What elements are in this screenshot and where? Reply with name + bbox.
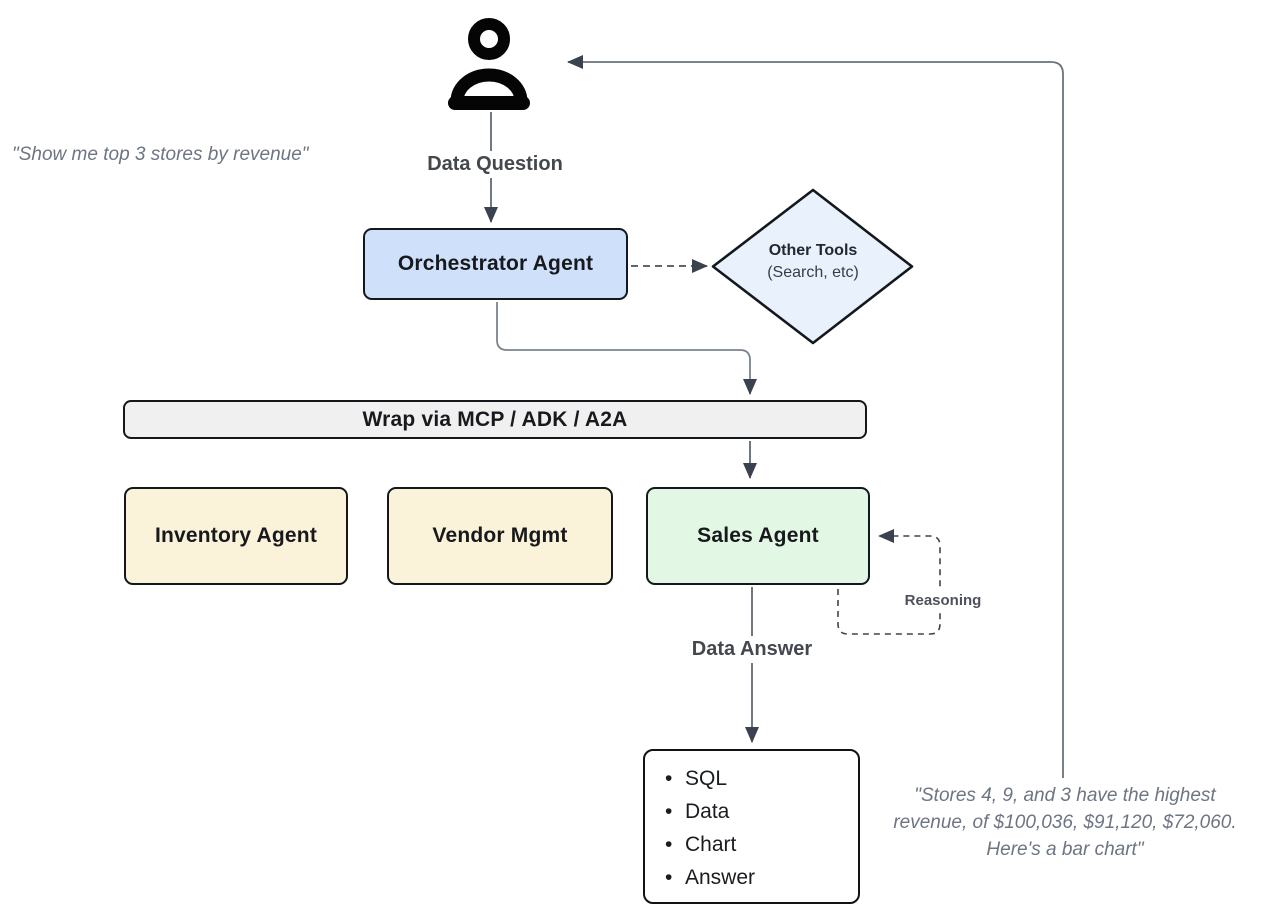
- output-item: Chart: [665, 828, 858, 861]
- orchestrator-agent-node: Orchestrator Agent: [363, 228, 628, 300]
- wrap-mcp-adk-a2a-bar: Wrap via MCP / ADK / A2A: [123, 400, 867, 439]
- person-icon: [448, 18, 530, 110]
- vendor-mgmt-node: Vendor Mgmt: [387, 487, 613, 585]
- other-tools-title: Other Tools: [768, 242, 858, 259]
- other-tools-subtitle: (Search, etc): [767, 264, 859, 281]
- output-item: SQL: [665, 762, 858, 795]
- inventory-agent-node: Inventory Agent: [124, 487, 348, 585]
- reasoning-label: Reasoning: [891, 591, 995, 610]
- output-item-list: SQL Data Chart Answer: [645, 762, 858, 894]
- arrow-answer-to-user: [567, 55, 1064, 778]
- output-box: SQL Data Chart Answer: [643, 749, 860, 904]
- arrow-orchestrator-to-wrapbar: [496, 302, 757, 395]
- other-tools-node: Other Tools (Search, etc): [733, 240, 893, 284]
- arrow-sales-reasoning-loop: [837, 529, 941, 635]
- output-item: Data: [665, 795, 858, 828]
- data-answer-label: Data Answer: [662, 636, 842, 663]
- sales-agent-node: Sales Agent: [646, 487, 870, 585]
- other-tools-diamond: [711, 188, 914, 345]
- user-question-quote: "Show me top 3 stores by revenue": [12, 144, 309, 165]
- data-question-label: Data Question: [403, 151, 587, 178]
- output-item: Answer: [665, 861, 858, 894]
- final-answer-quote: "Stores 4, 9, and 3 have the highest rev…: [893, 785, 1237, 860]
